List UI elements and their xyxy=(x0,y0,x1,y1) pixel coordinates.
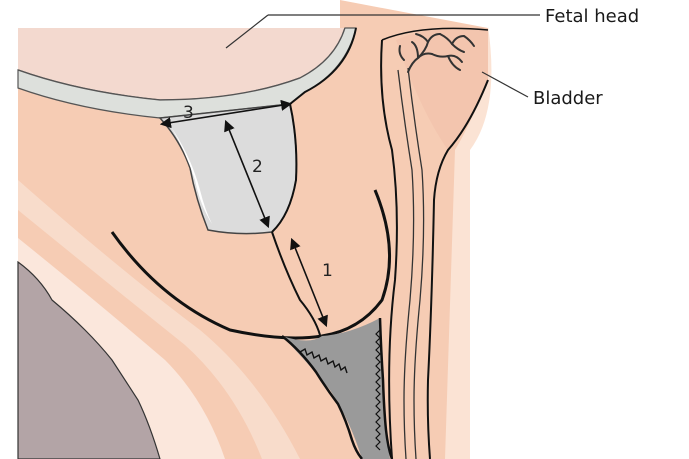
measurement-2-label: 2 xyxy=(252,157,263,177)
fetal-head-label: Fetal head xyxy=(545,6,639,27)
measurement-1-label: 1 xyxy=(322,261,333,281)
bladder-label: Bladder xyxy=(533,88,603,109)
measurement-3-label: 3 xyxy=(183,103,194,123)
